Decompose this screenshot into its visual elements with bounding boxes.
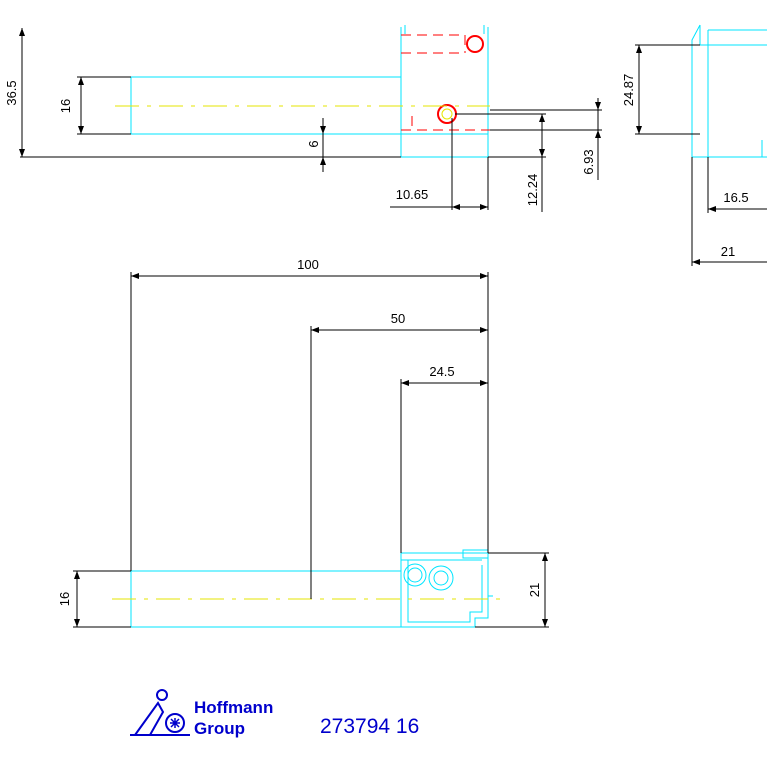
logo-line-2: Group [194, 719, 245, 738]
arrow-16-tv-top [74, 571, 80, 579]
arrow-10-65-left [452, 204, 460, 210]
arrow-21-right-left [692, 259, 700, 265]
logo-mark-icon [130, 689, 190, 736]
arrow-100-right [480, 273, 488, 279]
hoffmann-group-logo: Hoffmann Group [130, 689, 273, 738]
logo-line-1: Hoffmann [194, 698, 273, 717]
top-view-gear-right [428, 565, 454, 591]
dim-label-100: 100 [297, 257, 319, 272]
dim-label-10-65: 10.65 [396, 187, 429, 202]
top-view-head-outline [400, 553, 489, 628]
arrow-10-65-right [480, 204, 488, 210]
arrow-16-tv-bottom [74, 619, 80, 627]
arrow-24-87-bottom [636, 126, 642, 134]
arrow-6-bottom [320, 157, 326, 165]
arrow-24-5-right [480, 380, 488, 386]
arrow-16-5-left [708, 206, 716, 212]
arrow-50-left [311, 327, 319, 333]
arrow-21-tv-top [542, 553, 548, 561]
dim-label-12-24: 12.24 [525, 174, 540, 207]
dim-label-16-5: 16.5 [723, 190, 748, 205]
dim-label-24-87: 24.87 [621, 74, 636, 107]
dim-label-16-tv: 16 [57, 592, 72, 606]
arrow-24-87-top [636, 45, 642, 53]
side-view: 36.5 16 6 10.65 12.24 6.93 [4, 25, 602, 212]
arrow-12-24-bottom [539, 149, 545, 157]
top-view-head-top [401, 552, 493, 597]
top-view-head-inner [407, 560, 483, 623]
side-view-hole-top [466, 35, 484, 53]
dim-label-24-5: 24.5 [429, 364, 454, 379]
arrow-36-5-bottom [19, 149, 25, 157]
arrow-21-tv-bottom [542, 619, 548, 627]
dim-label-21-right: 21 [721, 244, 735, 259]
arrow-36-5-top [19, 28, 25, 36]
arrow-12-24-top [539, 114, 545, 122]
top-view-gear-left-inner [407, 567, 423, 583]
arrow-16-top [78, 77, 84, 85]
right-view: 24.87 16.5 21 [621, 24, 767, 266]
dim-label-36-5: 36.5 [4, 80, 19, 105]
arrow-6-93-top [595, 102, 601, 110]
side-view-hole-inner [441, 108, 453, 120]
right-view-outline-left [691, 24, 701, 135]
top-view-gear-left [403, 563, 427, 587]
top-view-head-tab [462, 549, 489, 559]
arrow-16-bottom [78, 126, 84, 134]
arrow-24-5-left [401, 380, 409, 386]
side-view-hole-outer [437, 104, 457, 124]
side-view-head [400, 27, 489, 158]
top-view-gear-right-inner [433, 570, 449, 586]
arrow-6-top [320, 126, 326, 134]
dim-label-6: 6 [306, 140, 321, 147]
dim-label-21-tv: 21 [527, 583, 542, 597]
arrow-6-93-bottom [595, 130, 601, 138]
dim-label-16-side: 16 [58, 99, 73, 113]
arrow-50-right [480, 327, 488, 333]
dim-label-50: 50 [391, 311, 405, 326]
top-view: 100 50 24.5 16 21 [57, 257, 549, 628]
dim-label-6-93: 6.93 [581, 149, 596, 174]
part-number: 273794 16 [320, 715, 419, 738]
arrow-100-left [131, 273, 139, 279]
